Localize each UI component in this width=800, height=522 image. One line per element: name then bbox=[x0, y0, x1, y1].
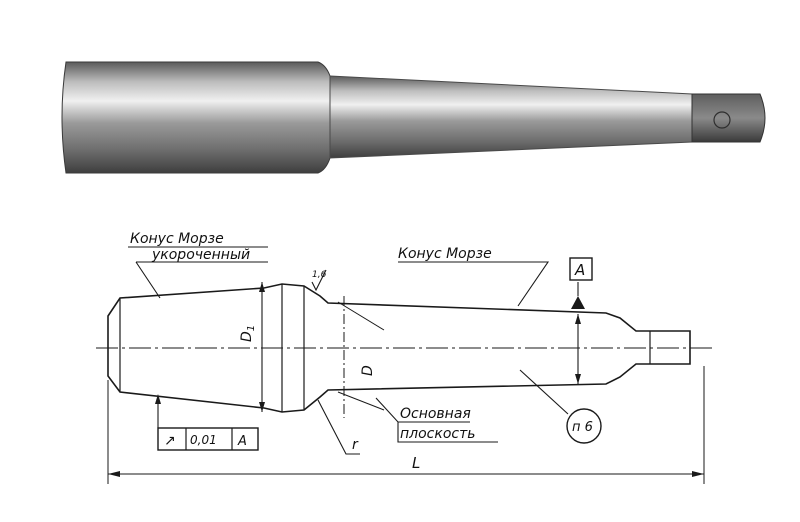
tolerance-symbol: ↗ bbox=[164, 433, 176, 449]
callout-base-plane-line1: Основная bbox=[400, 406, 471, 422]
fit-bubble bbox=[566, 408, 602, 444]
dim-d1-letter: D bbox=[239, 331, 255, 342]
tolerance-value: 0,01 bbox=[190, 433, 217, 447]
dim-d1-label: D1 bbox=[239, 325, 257, 342]
callout-morse-short-line2: укороченный bbox=[151, 247, 250, 263]
length-label: L bbox=[412, 454, 420, 472]
leader-morse bbox=[398, 261, 550, 307]
part-outline bbox=[107, 283, 691, 413]
photo-shank-large-taper bbox=[61, 61, 331, 174]
radius-label: r bbox=[352, 437, 359, 453]
leader-roughness bbox=[311, 269, 327, 292]
datum-triangle bbox=[571, 296, 585, 309]
datum-letter: A bbox=[574, 261, 585, 279]
arbor-photo bbox=[61, 61, 766, 174]
leader-morse-short bbox=[128, 246, 268, 299]
photo-tang bbox=[691, 93, 766, 143]
photo-tang-marking bbox=[713, 111, 731, 129]
dim-d-line-2 bbox=[337, 391, 385, 411]
technical-drawing bbox=[96, 246, 712, 484]
runout-arrow bbox=[155, 394, 161, 404]
dim-d-label: D bbox=[360, 365, 376, 376]
leader-fit bbox=[519, 369, 569, 415]
photo-shank-small-taper bbox=[329, 75, 693, 159]
dim-d-line bbox=[337, 301, 385, 331]
drawing-labels: Конус Морзе укороченный Конус Морзе A 1,… bbox=[130, 231, 593, 472]
datum-box bbox=[569, 257, 593, 281]
callout-morse: Конус Морзе bbox=[398, 246, 492, 262]
leader-base-plane bbox=[375, 397, 498, 443]
callout-base-plane-line2: плоскость bbox=[400, 426, 476, 442]
roughness-value: 1,6 bbox=[312, 270, 327, 280]
tolerance-datum: A bbox=[237, 434, 247, 449]
dim-d1-subscript: 1 bbox=[246, 325, 257, 331]
leader-radius bbox=[317, 399, 360, 455]
fit-label: п 6 bbox=[572, 420, 593, 435]
tolerance-frame bbox=[157, 427, 259, 451]
callout-morse-short-line1: Конус Морзе bbox=[130, 231, 224, 247]
